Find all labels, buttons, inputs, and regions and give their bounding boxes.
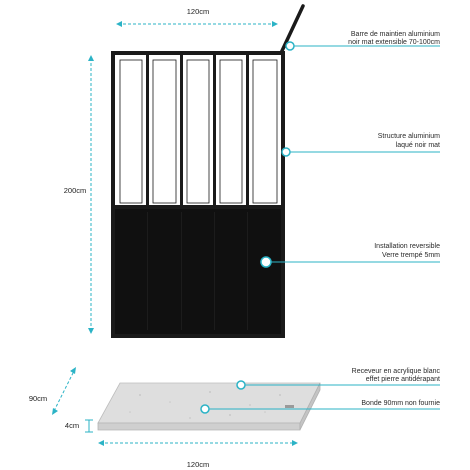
- callout-text: effet pierre antidérapant: [366, 376, 440, 383]
- dimension-tray-width: 120cm: [98, 440, 298, 469]
- callout-structure: Structure aluminium laqué noir mat: [281, 133, 440, 157]
- dimension-tray-thickness: 4cm: [65, 419, 93, 433]
- panel-transom: [113, 205, 283, 209]
- dimension-panel-width: 120cm: [116, 7, 278, 27]
- callout-text: Receveur en acrylique blanc: [352, 368, 441, 375]
- callout-text: Verre trempé 5mm: [382, 252, 440, 259]
- panel-mullion: [180, 53, 183, 207]
- panel-lower-glass: [115, 207, 281, 334]
- dimension-tray-depth: 90cm: [29, 367, 76, 415]
- tray-side: [299, 382, 321, 431]
- panel-mullion: [213, 53, 216, 207]
- tray-width-label: 120cm: [187, 460, 210, 469]
- support-bar: [279, 4, 305, 55]
- callout-drain: Bonde 90mm non fournie: [200, 400, 440, 414]
- callout-text: Barre de maintien aluminium: [351, 31, 440, 38]
- shower-tray: [97, 382, 321, 431]
- panel-width-label: 120cm: [187, 7, 210, 16]
- callout-text: Structure aluminium: [378, 133, 440, 140]
- panel-height-label: 200cm: [64, 186, 87, 195]
- panel-mullion: [146, 53, 149, 207]
- callout-marker: [281, 147, 291, 157]
- shower-panel: [111, 4, 305, 338]
- callout-marker: [236, 380, 246, 390]
- tray-top: [97, 382, 321, 424]
- drain: [285, 405, 294, 408]
- dimension-panel-height: 200cm: [64, 55, 94, 334]
- callout-text: Bonde 90mm non fournie: [361, 400, 440, 407]
- callout-text: noir mat extensible 70-100cm: [348, 39, 440, 46]
- callout-support-bar: Barre de maintien aluminium noir mat ext…: [285, 31, 440, 51]
- callout-tray: Receveur en acrylique blanc effet pierre…: [236, 368, 441, 390]
- tray-front: [97, 422, 301, 431]
- panel-mullion: [246, 53, 249, 207]
- callout-text: Installation reversible: [374, 243, 440, 250]
- tray-thickness-label: 4cm: [65, 421, 79, 430]
- callout-glass: Installation reversible Verre trempé 5mm: [260, 243, 440, 268]
- callout-text: laqué noir mat: [396, 142, 440, 149]
- callout-marker: [260, 256, 272, 268]
- callout-marker: [200, 404, 210, 414]
- callout-marker: [285, 41, 295, 51]
- tray-depth-label: 90cm: [29, 394, 47, 403]
